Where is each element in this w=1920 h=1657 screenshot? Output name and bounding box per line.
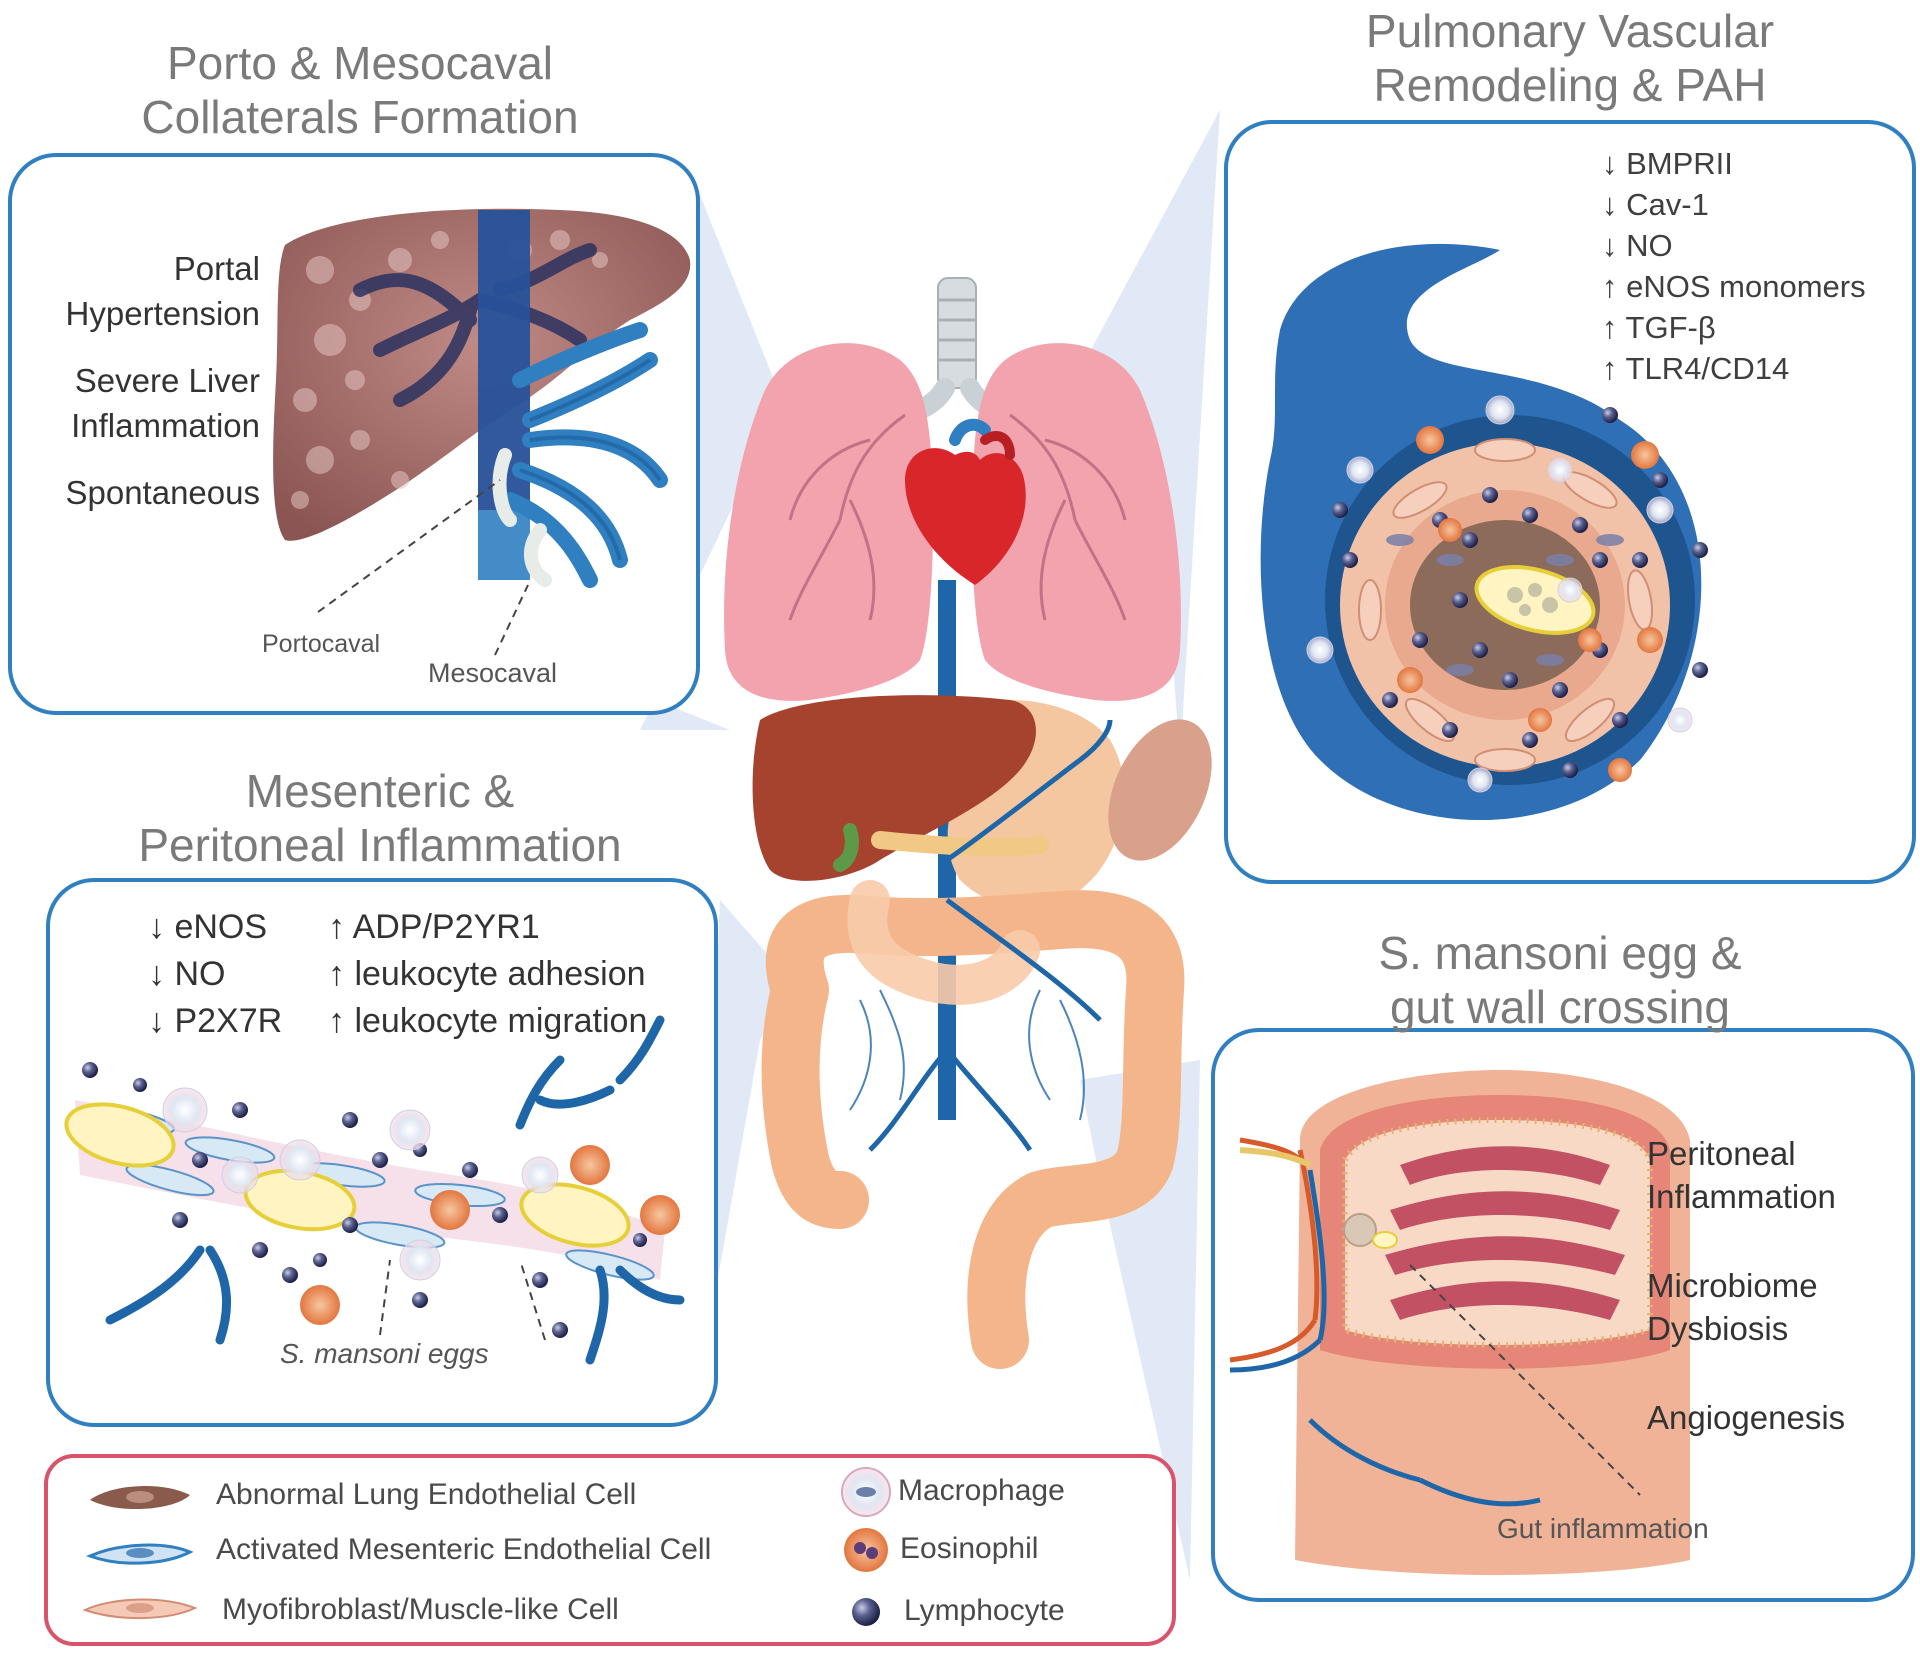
- gut-panel: [1211, 1028, 1915, 1602]
- gut-inflammation-callout: Gut inflammation: [1497, 1513, 1709, 1544]
- porto-labels: Portal Hypertension Severe Liver Inflamm…: [20, 246, 260, 515]
- mesocaval-callout: Mesocaval: [428, 658, 558, 688]
- marker-enos: ↓ eNOS: [148, 908, 268, 946]
- spleen: [1108, 719, 1212, 861]
- eosinophil-icon: [844, 1528, 888, 1572]
- pulmonary-title-line1: Pulmonary Vascular: [1365, 5, 1775, 57]
- pulmonary-title-line2: Remodeling & PAH: [1373, 59, 1767, 111]
- central-organs: [724, 277, 1212, 1369]
- label-peritoneal-inflammation: Inflammation: [1647, 1178, 1836, 1215]
- mesenteric-endothelial-cell-icon: [85, 1543, 194, 1565]
- label-microbiome: Microbiome: [1647, 1267, 1818, 1304]
- gut-title-line1: S. mansoni egg &: [1378, 927, 1742, 979]
- marker-no-mesenteric: ↓ NO: [148, 955, 226, 993]
- gut-title-line2: gut wall crossing: [1389, 981, 1731, 1033]
- label-portal: Portal: [173, 250, 260, 287]
- marker-cav1: ↓ Cav-1: [1602, 187, 1709, 222]
- marker-adp-p2yr1: ↑ ADP/P2YR1: [328, 908, 540, 946]
- lymphocyte-icon: [852, 1598, 880, 1626]
- gut-panel-title: S. mansoni egg & gut wall crossing: [1290, 926, 1830, 1034]
- porto-title-line1: Porto & Mesocaval: [166, 37, 554, 89]
- mesenteric-panel: [46, 878, 718, 1427]
- porto-panel: [8, 153, 700, 715]
- label-hypertension: Hypertension: [65, 295, 260, 332]
- legend-item-myofibroblast: Myofibroblast/Muscle-like Cell: [222, 1593, 619, 1626]
- legend-item-lung-endothelial: Abnormal Lung Endothelial Cell: [216, 1478, 637, 1511]
- pulmonary-panel: [1224, 120, 1916, 884]
- label-angiogenesis: Angiogenesis: [1647, 1399, 1846, 1436]
- legend-item-macrophage: Macrophage: [898, 1474, 1065, 1507]
- marker-enos-monomers: ↑ eNOS monomers: [1602, 269, 1866, 304]
- label-severe-liver: Severe Liver: [74, 362, 260, 399]
- s-mansoni-eggs-callout: S. mansoni eggs: [280, 1338, 489, 1369]
- label-inflammation: Inflammation: [71, 407, 260, 444]
- mesenteric-marker-list-right: ↑ ADP/P2YR1 ↑ leukocyte adhesion ↑ leuko…: [328, 905, 647, 1046]
- porto-panel-title: Porto & Mesocaval Collaterals Formation: [90, 36, 630, 144]
- mesenteric-panel-title: Mesenteric & Peritoneal Inflammation: [100, 764, 660, 872]
- mesenteric-marker-list-left: ↓ eNOS ↓ NO ↓ P2X7R: [148, 905, 282, 1046]
- porto-title-line2: Collaterals Formation: [141, 91, 579, 143]
- pulmonary-marker-list: ↓ BMPRII ↓ Cav-1 ↓ NO ↑ eNOS monomers ↑ …: [1602, 141, 1866, 387]
- label-dysbiosis: Dysbiosis: [1647, 1310, 1789, 1347]
- lung-endothelial-cell-icon: [90, 1485, 190, 1510]
- portocaval-callout: Portocaval: [262, 630, 381, 658]
- gut-labels: Peritoneal Inflammation Microbiome Dysbi…: [1647, 1132, 1845, 1439]
- marker-leukocyte-migration: ↑ leukocyte migration: [328, 1002, 648, 1040]
- heart: [905, 448, 1026, 585]
- label-spontaneous: Spontaneous: [65, 474, 260, 511]
- myofibroblast-cell-icon: [82, 1598, 198, 1620]
- marker-p2x7r: ↓ P2X7R: [148, 1002, 283, 1040]
- left-lung: [724, 343, 933, 701]
- mesenteric-title-line1: Mesenteric &: [245, 765, 515, 817]
- pulmonary-panel-title: Pulmonary Vascular Remodeling & PAH: [1290, 4, 1850, 112]
- marker-bmprii: ↓ BMPRII: [1602, 146, 1733, 181]
- label-peritoneal: Peritoneal: [1647, 1135, 1796, 1172]
- marker-no: ↓ NO: [1602, 228, 1673, 263]
- marker-leukocyte-adhesion: ↑ leukocyte adhesion: [328, 955, 646, 993]
- marker-tgf-beta: ↑ TGF-β: [1602, 310, 1716, 345]
- mesenteric-title-line2: Peritoneal Inflammation: [138, 819, 622, 871]
- marker-tlr4-cd14: ↑ TLR4/CD14: [1602, 351, 1790, 386]
- legend-item-eosinophil: Eosinophil: [900, 1532, 1039, 1565]
- legend-box: [44, 1454, 1176, 1646]
- central-liver: [752, 695, 1037, 881]
- legend-item-lymphocyte: Lymphocyte: [904, 1594, 1065, 1627]
- legend-item-mesenteric-endothelial: Activated Mesenteric Endothelial Cell: [216, 1533, 712, 1566]
